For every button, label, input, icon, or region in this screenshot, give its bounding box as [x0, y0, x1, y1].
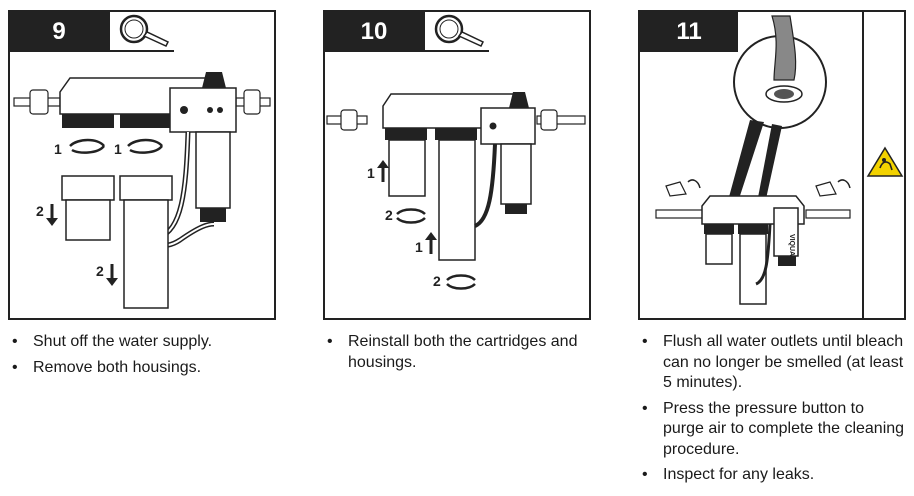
list-item: Shut off the water supply. — [8, 332, 298, 353]
step-9-number: 9 — [10, 12, 108, 52]
list-item: Reinstall both the cartridges and housin… — [323, 332, 593, 373]
step-9-label-2a: 2 — [36, 203, 44, 219]
filter-wrench-icon — [108, 12, 174, 52]
step-11-instructions: Flush all water outlets until bleach can… — [638, 332, 906, 491]
list-item: Inspect for any leaks. — [638, 465, 906, 486]
list-item: Remove both housings. — [8, 358, 298, 379]
step-9-label-1b: 1 — [114, 141, 122, 157]
step-10-label-2a: 2 — [385, 207, 393, 223]
brand-label: VIQUA — [788, 234, 795, 256]
step-9-illustration: 1 1 2 2 — [13, 72, 271, 309]
step-10-label-1b: 1 — [415, 239, 423, 255]
list-item: Press the pressure button to purge air t… — [638, 399, 906, 461]
step-10-label-2b: 2 — [433, 273, 441, 289]
filter-wrench-icon — [423, 12, 489, 52]
step-10-illustration: 1 2 1 2 — [326, 92, 586, 290]
step-11-panel: 11 VIQUA — [638, 10, 906, 320]
caution-warning-icon — [866, 146, 904, 177]
list-item: Flush all water outlets until bleach can… — [638, 332, 906, 394]
step-10-label-1a: 1 — [367, 165, 375, 181]
step-10-panel: 10 1 2 1 2 — [323, 10, 591, 320]
step-11-number: 11 — [640, 12, 738, 52]
step-11-illustration: VIQUA — [655, 15, 904, 305]
step-9-instructions: Shut off the water supply. Remove both h… — [8, 332, 298, 383]
step-9-label-2b: 2 — [96, 263, 104, 279]
panel-divider — [862, 12, 864, 318]
step-9-label-1a: 1 — [54, 141, 62, 157]
step-10-instructions: Reinstall both the cartridges and housin… — [323, 332, 593, 378]
step-10-number: 10 — [325, 12, 423, 52]
step-9-panel: 9 1 1 — [8, 10, 276, 320]
